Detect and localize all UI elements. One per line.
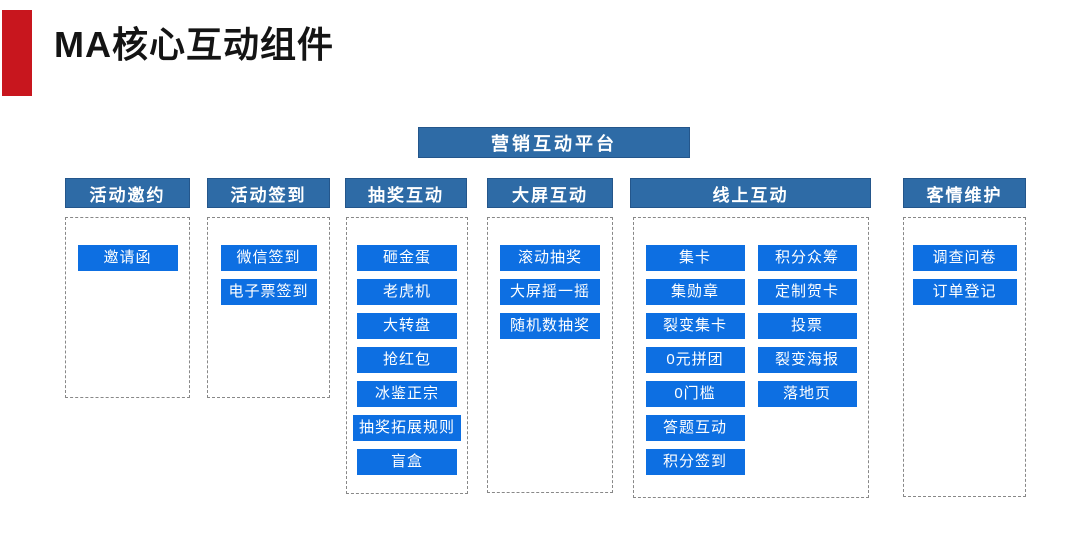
diagram-node: 调查问卷 (912, 245, 1017, 271)
diagram-node: 盲盒 (357, 449, 457, 475)
diagram-node: 大转盘 (357, 313, 457, 339)
diagram-node: 邀请函 (77, 245, 178, 271)
diagram-node: 集勋章 (645, 279, 745, 305)
diagram-node: 微信签到 (220, 245, 317, 271)
diagram-node: 积分签到 (645, 449, 745, 475)
diagram-node: 集卡 (645, 245, 745, 271)
online-interaction-left-subcolumn: 集卡 集勋章 裂变集卡 0元拼团 0门槛 答题互动 积分签到 (645, 245, 745, 475)
diagram-node: 投票 (757, 313, 857, 339)
column-body-customer-care: 调查问卷 订单登记 (903, 217, 1026, 497)
column-body-lottery-interaction: 砸金蛋 老虎机 大转盘 抢红包 冰鉴正宗 抽奖拓展规则 盲盒 (346, 217, 468, 494)
diagram-node: 落地页 (757, 381, 857, 407)
diagram-node: 0元拼团 (645, 347, 745, 373)
column-header-bigscreen-interaction: 大屏互动 (487, 178, 613, 208)
column-header-customer-care: 客情维护 (903, 178, 1026, 208)
diagram-node: 定制贺卡 (757, 279, 857, 305)
column-body-bigscreen-interaction: 滚动抽奖 大屏摇一摇 随机数抽奖 (487, 217, 613, 493)
diagram-node: 老虎机 (357, 279, 457, 305)
column-header-lottery-interaction: 抽奖互动 (345, 178, 467, 208)
diagram-node: 裂变集卡 (645, 313, 745, 339)
diagram-node: 抽奖拓展规则 (352, 415, 461, 441)
platform-root-node: 营销互动平台 (418, 127, 690, 158)
diagram-node: 抢红包 (357, 347, 457, 373)
diagram-node: 电子票签到 (220, 279, 317, 305)
column-header-event-invitation: 活动邀约 (65, 178, 190, 208)
page-title: MA核心互动组件 (54, 24, 334, 65)
diagram-node: 大屏摇一摇 (500, 279, 600, 305)
online-interaction-right-subcolumn: 积分众筹 定制贺卡 投票 裂变海报 落地页 (757, 245, 857, 407)
column-header-online-interaction: 线上互动 (630, 178, 871, 208)
column-body-event-invitation: 邀请函 (65, 217, 190, 398)
red-accent-block (2, 10, 32, 96)
column-body-event-checkin: 微信签到 电子票签到 (207, 217, 330, 398)
column-header-event-checkin: 活动签到 (207, 178, 330, 208)
diagram-node: 滚动抽奖 (500, 245, 600, 271)
diagram-node: 砸金蛋 (357, 245, 457, 271)
diagram-node: 裂变海报 (757, 347, 857, 373)
diagram-node: 0门槛 (645, 381, 745, 407)
diagram-node: 答题互动 (645, 415, 745, 441)
diagram-node: 订单登记 (912, 279, 1017, 305)
diagram-node: 冰鉴正宗 (357, 381, 457, 407)
diagram-node: 积分众筹 (757, 245, 857, 271)
diagram-node: 随机数抽奖 (500, 313, 600, 339)
column-body-online-interaction: 集卡 集勋章 裂变集卡 0元拼团 0门槛 答题互动 积分签到 积分众筹 定制贺卡… (633, 217, 869, 498)
